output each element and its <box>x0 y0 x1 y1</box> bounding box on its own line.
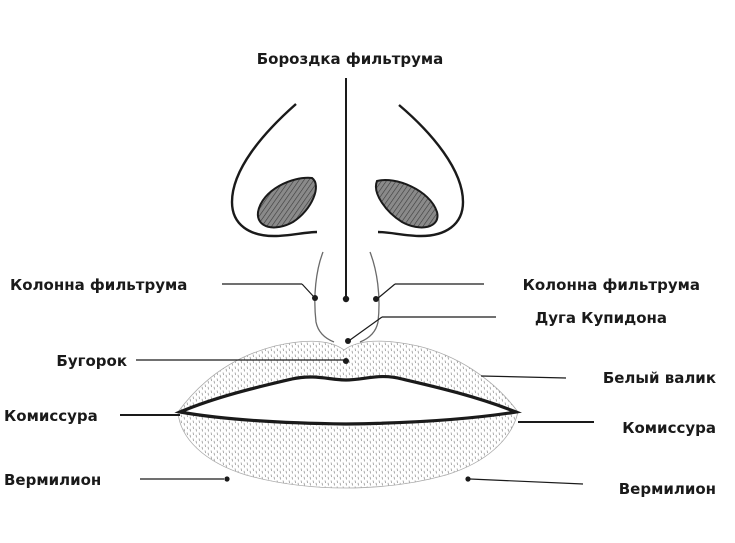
label-commissure-right: Комиссура <box>622 419 716 437</box>
nose-left-ala <box>230 103 318 238</box>
philtrum-column-right-leader-bend <box>376 283 396 300</box>
lips <box>174 340 522 489</box>
label-philtrum-groove: Бороздка фильтрума <box>257 50 444 68</box>
labels: Бороздка фильтрума Колонна фильтрума Кол… <box>4 50 716 498</box>
philtrum-column-left-line <box>314 251 335 343</box>
vermilion-right-point <box>465 476 471 482</box>
label-philtrum-column-left: Колонна фильтрума <box>10 276 187 294</box>
philtrum-column-right-point <box>373 296 379 302</box>
label-commissure-left: Комиссура <box>4 407 98 425</box>
label-cupids-bow: Дуга Купидона <box>535 309 667 327</box>
philtrum-column-right-line <box>359 251 380 343</box>
label-tubercle: Бугорок <box>56 352 127 370</box>
nose <box>230 103 465 238</box>
philtrum <box>314 251 380 343</box>
nose-right-ala <box>377 104 465 238</box>
label-vermilion-left: Вермилион <box>4 471 101 489</box>
philtrum-column-left-point <box>312 295 318 301</box>
philtrum-column-left-leader-bend <box>301 283 315 298</box>
oral-opening <box>174 375 522 426</box>
label-white-roll: Белый валик <box>603 369 716 387</box>
vermilion-left-point <box>224 476 230 482</box>
white-roll-leader <box>480 375 567 379</box>
cupids-bow-leader-bend <box>349 316 383 341</box>
tubercle-point <box>343 358 349 364</box>
nostril-right <box>374 179 439 229</box>
cupids-bow-point <box>345 338 351 344</box>
label-philtrum-column-right: Колонна фильтрума <box>523 276 700 294</box>
label-vermilion-right: Вермилион <box>619 480 716 498</box>
philtrum-groove-point <box>342 295 350 303</box>
nostril-left <box>256 176 317 229</box>
leaders <box>120 78 594 485</box>
vermilion-right-leader <box>469 478 584 485</box>
